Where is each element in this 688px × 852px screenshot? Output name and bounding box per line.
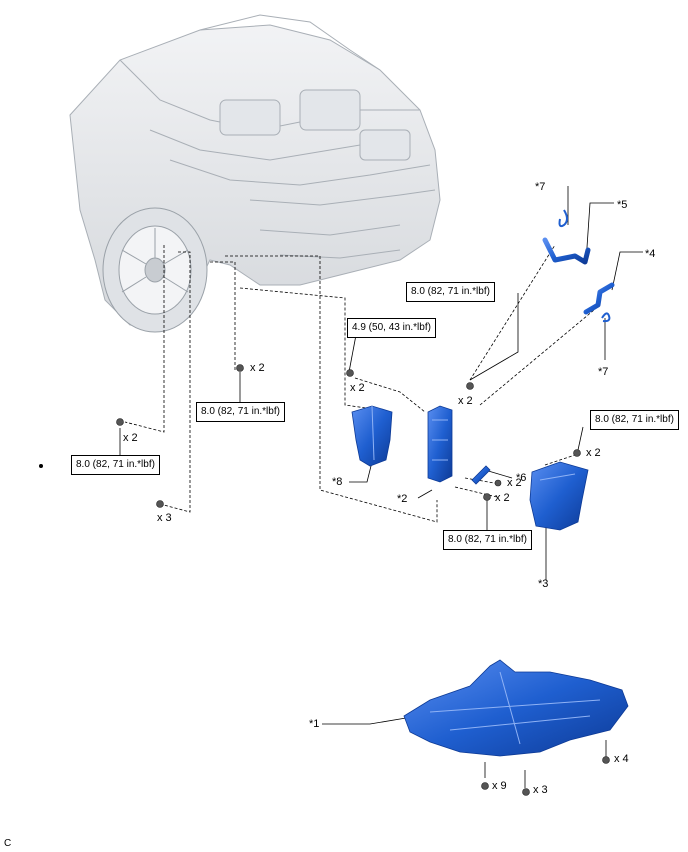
qty-part6-bolt-a: x 2 bbox=[507, 477, 522, 489]
part-oil-cooler-2 bbox=[427, 405, 453, 483]
part-bracket-8 bbox=[351, 405, 393, 467]
callout-part-4: *4 bbox=[645, 248, 656, 260]
callout-part-1: *1 bbox=[309, 718, 320, 730]
qty-undercover-a: x 9 bbox=[492, 780, 507, 792]
figure-code: C bbox=[4, 838, 12, 849]
callout-part-6: *6 bbox=[516, 472, 527, 484]
torque-radiator-bolt: 8.0 (82, 71 in.*lbf) bbox=[406, 282, 495, 302]
torque-right-bolt: 8.0 (82, 71 in.*lbf) bbox=[590, 410, 679, 430]
leader-lines bbox=[124, 244, 601, 523]
callout-part-8: *8 bbox=[332, 476, 343, 488]
fasteners bbox=[116, 364, 610, 796]
part-hose-7a bbox=[558, 209, 568, 228]
torque-center-bolt: 8.0 (82, 71 in.*lbf) bbox=[196, 402, 285, 422]
part-undercover-1 bbox=[403, 659, 629, 757]
part-hose-4 bbox=[583, 282, 615, 315]
qty-radiator-bolt: x 2 bbox=[458, 395, 473, 407]
callout-part-7-bottom: *7 bbox=[598, 366, 609, 378]
qty-undercover-b: x 3 bbox=[533, 784, 548, 796]
callout-part-2: *2 bbox=[397, 493, 408, 505]
part-cover-3 bbox=[529, 461, 589, 531]
qty-left-lower-bolt: x 3 bbox=[157, 512, 172, 524]
callout-part-3: *3 bbox=[538, 578, 549, 590]
qty-undercover-c: x 4 bbox=[614, 753, 629, 765]
part-hose-5 bbox=[542, 237, 591, 265]
bullet-dot bbox=[39, 464, 43, 468]
torque-bracket-bolt: 4.9 (50, 43 in.*lbf) bbox=[347, 318, 436, 338]
qty-bracket-bolt: x 2 bbox=[350, 382, 365, 394]
front-wheel bbox=[102, 207, 208, 333]
torque-lower-bolt: 8.0 (82, 71 in.*lbf) bbox=[443, 530, 532, 550]
qty-part6-bolt-b: x 2 bbox=[495, 492, 510, 504]
qty-left-bolt: x 2 bbox=[123, 432, 138, 444]
qty-center-bolt: x 2 bbox=[250, 362, 265, 374]
torque-left-bolt: 8.0 (82, 71 in.*lbf) bbox=[71, 455, 160, 475]
part-hose-7b bbox=[601, 312, 611, 323]
callout-part-7-top: *7 bbox=[535, 181, 546, 193]
part-bracket-6 bbox=[471, 465, 491, 485]
qty-right-bolt: x 2 bbox=[586, 447, 601, 459]
callout-part-5: *5 bbox=[617, 199, 628, 211]
callout-leaders bbox=[119, 186, 643, 788]
